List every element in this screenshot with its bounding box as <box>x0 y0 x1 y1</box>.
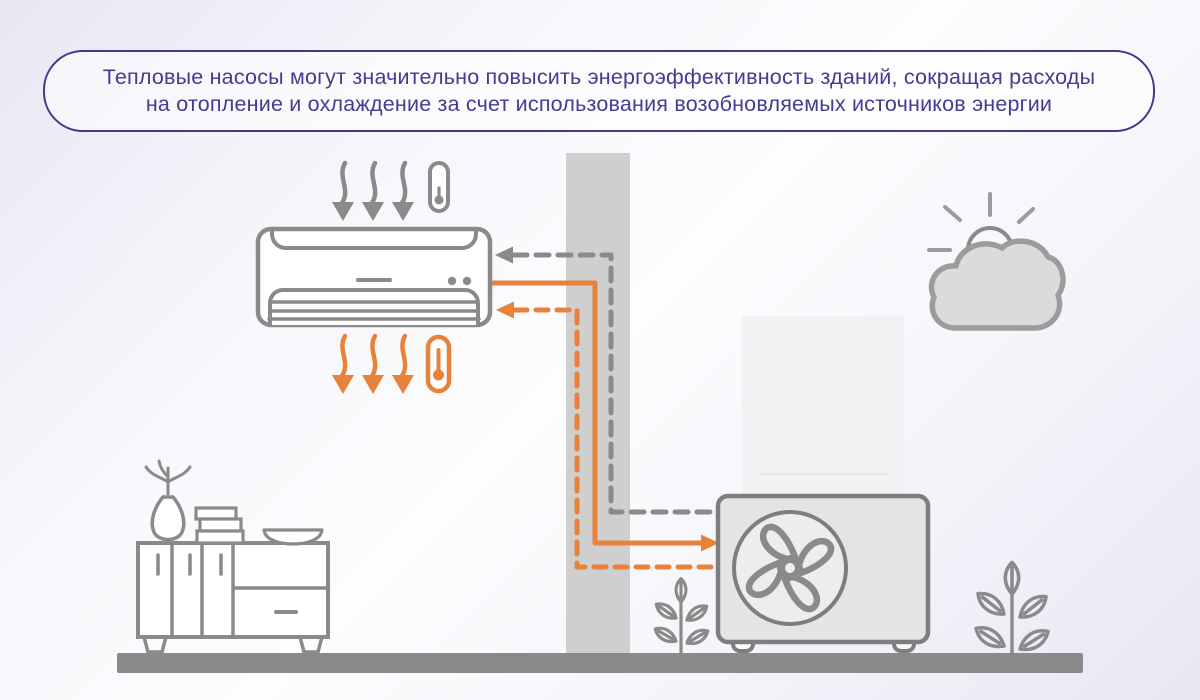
orange-dashed-line <box>496 301 720 570</box>
warm-air-arrows-icon <box>332 333 414 394</box>
sideboard-foot <box>142 635 168 654</box>
vase-icon <box>144 459 192 542</box>
indoor-unit-vent <box>267 288 481 325</box>
gray-dashed-line <box>495 246 720 515</box>
plant-icon <box>974 560 1050 655</box>
books-icon <box>194 506 245 545</box>
indoor-unit-icon <box>255 226 493 328</box>
outdoor-unit-icon <box>715 493 931 653</box>
plant-icon <box>653 577 710 655</box>
fan-icon <box>745 523 835 613</box>
indicator-dot <box>462 276 472 286</box>
ground <box>117 653 1083 673</box>
sideboard-icon <box>136 459 330 654</box>
header-banner: Тепловые насосы могут значительно повыси… <box>43 50 1155 132</box>
warm-thermometer-icon <box>425 334 452 394</box>
cold-thermometer-icon <box>428 161 450 213</box>
house-column <box>742 316 904 497</box>
door-handles <box>156 553 223 576</box>
header-text-line2: на отопление и охлаждение за счет исполь… <box>145 92 1053 116</box>
cold-air-arrows-icon <box>332 160 414 221</box>
sideboard-foot <box>298 635 324 654</box>
header-text-line1: Тепловые насосы могут значительно повыси… <box>102 64 1096 89</box>
indicator-dot <box>447 276 457 286</box>
orange-solid-line <box>487 280 719 552</box>
cloud-icon <box>928 238 1066 331</box>
bowl-icon <box>262 528 324 546</box>
